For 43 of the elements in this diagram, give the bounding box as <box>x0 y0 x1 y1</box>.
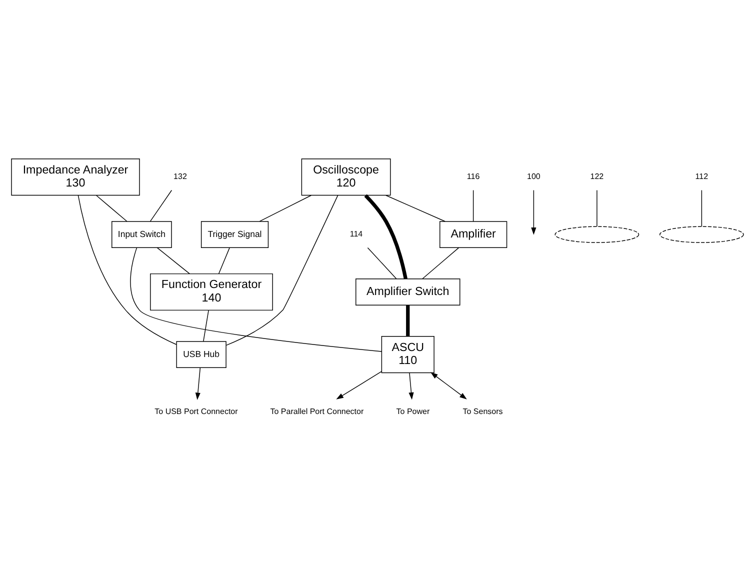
connector <box>472 189 474 222</box>
arrow <box>336 370 382 399</box>
connector <box>701 189 702 226</box>
connector <box>259 194 312 222</box>
node-box: Oscilloscope 120 <box>301 158 391 196</box>
node-text: 116 <box>466 172 480 181</box>
arrow <box>430 372 467 399</box>
connector <box>596 189 598 226</box>
node-text: To USB Port Connector <box>154 406 238 416</box>
connector <box>150 189 172 222</box>
node-box: Amplifier <box>440 220 508 248</box>
connector <box>218 246 230 274</box>
connector <box>386 194 446 222</box>
connector <box>78 194 177 344</box>
connector <box>203 310 209 342</box>
node-box: USB Hub <box>176 340 226 368</box>
node-text: To Parallel Port Connector <box>270 406 364 416</box>
node-box: Trigger Signal <box>200 220 269 248</box>
node-ellipse <box>660 226 744 242</box>
node-box: Function Generator 140 <box>150 272 273 310</box>
connector <box>422 246 460 279</box>
connector <box>364 194 408 279</box>
connector <box>406 304 410 336</box>
node-box: Input Switch <box>112 220 172 248</box>
node-text: To Power <box>396 406 430 416</box>
arrow <box>408 372 414 400</box>
node-text: 112 <box>695 172 708 181</box>
connector <box>130 246 382 352</box>
arrow <box>531 189 536 234</box>
node-box: ASCU 110 <box>381 336 434 373</box>
connector <box>226 194 338 346</box>
node-box: Amplifier Switch <box>356 278 460 305</box>
node-text: To Sensors <box>462 406 503 416</box>
connector <box>367 246 397 279</box>
node-ellipse <box>554 226 640 242</box>
connector <box>156 246 190 274</box>
node-text: 122 <box>590 172 604 181</box>
node-text: 132 <box>174 172 187 181</box>
connector <box>96 194 128 222</box>
arrow <box>195 366 201 400</box>
node-box: Impedance Analyzer 130 <box>11 158 140 196</box>
node-text: 114 <box>350 229 363 238</box>
node-text: 100 <box>527 172 540 181</box>
